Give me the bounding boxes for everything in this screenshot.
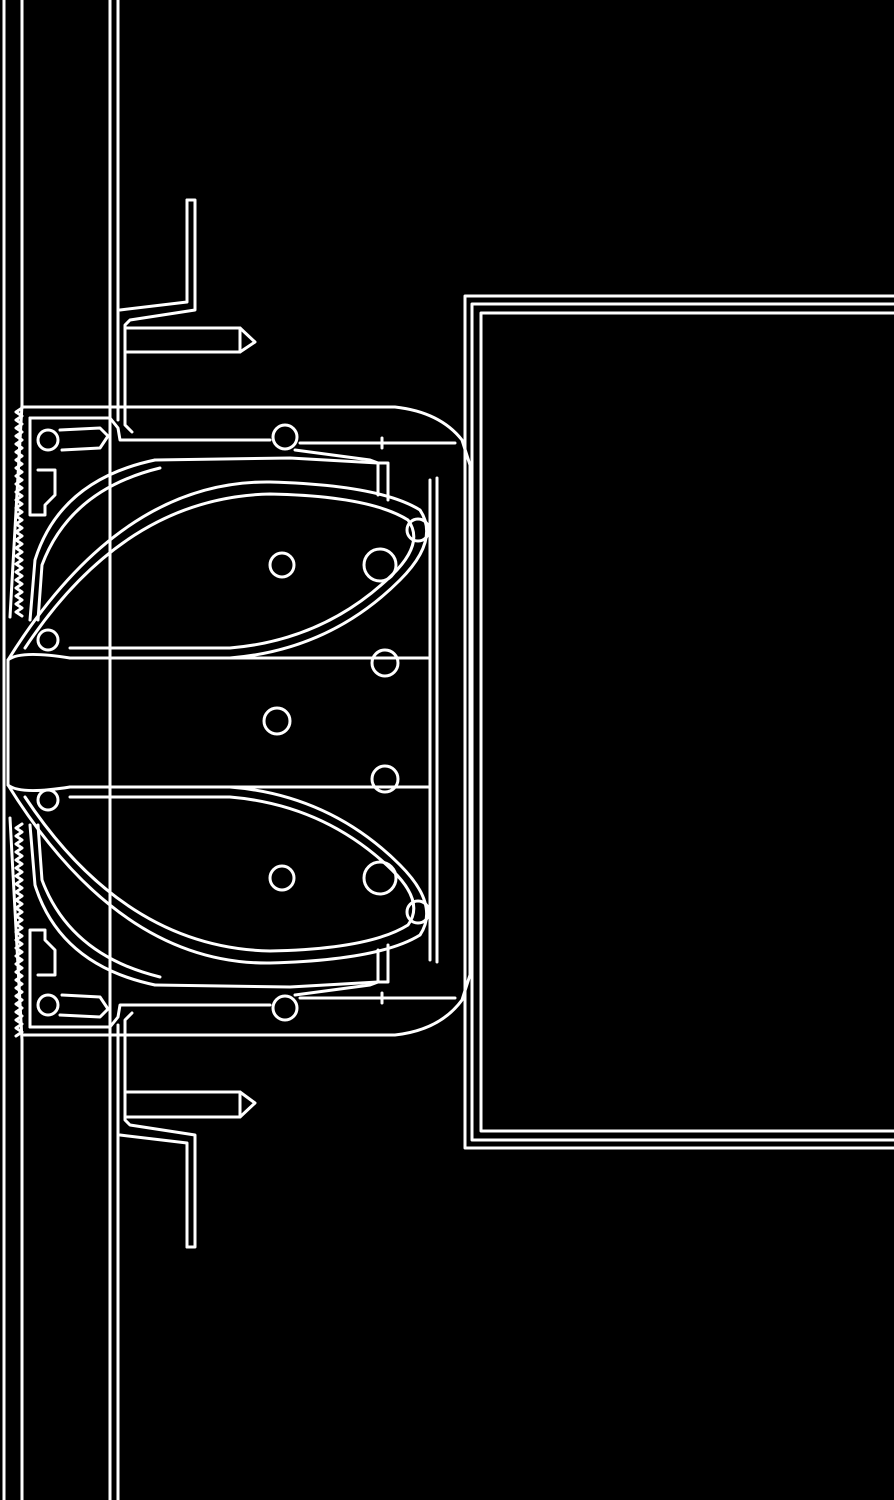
clip-profile-top [30,418,388,515]
gasket-lower-port [407,901,429,923]
screw-port-bottom-mid [273,996,297,1020]
anchor-bracket-bottom [120,1013,255,1247]
fastener-holes [264,549,398,894]
clip-profile-bottom [30,930,388,1027]
hole-lower-large [364,862,396,894]
wall-lines [4,0,118,1500]
anchor-bolt-bottom [125,1092,255,1117]
hole-mid-upper [372,650,398,676]
gasket-upper-port-left [38,630,58,650]
anchor-bolt-top [125,328,255,352]
gasket-upper-port [407,519,429,541]
screw-port-top-left [38,430,58,450]
hole-upper-large [364,549,396,581]
screw-port-top-mid [273,425,297,449]
sealant-strip-top [10,405,22,617]
hole-lower-small [270,866,294,890]
hole-mid-lower [372,766,398,792]
hole-upper-small [270,553,294,577]
hole-mid-center [264,708,290,734]
inner-housing [30,458,437,987]
web-lines [8,658,430,787]
transom-box [465,296,894,1148]
anchor-bracket-top [120,200,255,432]
gasket-lower-port-left [38,790,58,810]
sealant-strip-bottom [10,818,22,1040]
serration-bottom [16,824,22,1036]
outer-profile [22,407,470,1035]
screw-port-bottom-left [38,995,58,1015]
serration-top [16,408,22,616]
